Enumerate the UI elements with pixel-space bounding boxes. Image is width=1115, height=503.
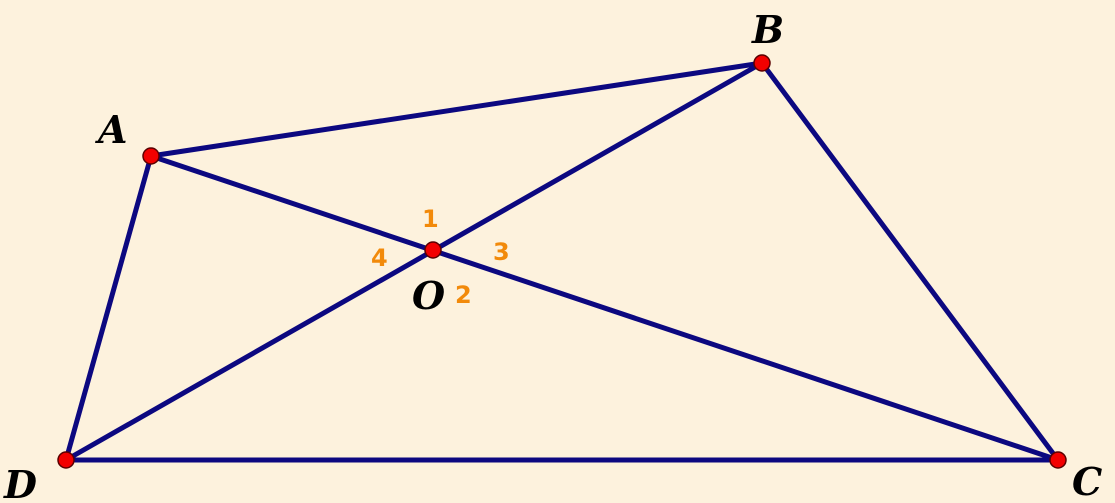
angle-label-2: 2 [455, 281, 472, 309]
label-C: C [1072, 459, 1102, 503]
segment-DA [63, 153, 154, 463]
label-D: D [3, 462, 37, 503]
segment-AB [148, 60, 765, 159]
label-O: O [412, 273, 445, 318]
angle-label-1: 1 [422, 205, 439, 233]
segment-BC [759, 60, 1061, 463]
point-B[interactable] [753, 54, 771, 72]
point-C[interactable] [1049, 451, 1067, 469]
angle-label-4: 4 [371, 244, 388, 272]
angle-label-3: 3 [493, 238, 510, 266]
diagonal-AC [148, 153, 1061, 463]
diagonal-BD [63, 60, 765, 463]
point-A[interactable] [142, 147, 160, 165]
label-B: B [751, 7, 784, 52]
point-O[interactable] [424, 241, 442, 259]
label-A: A [95, 107, 127, 152]
point-D[interactable] [57, 451, 75, 469]
